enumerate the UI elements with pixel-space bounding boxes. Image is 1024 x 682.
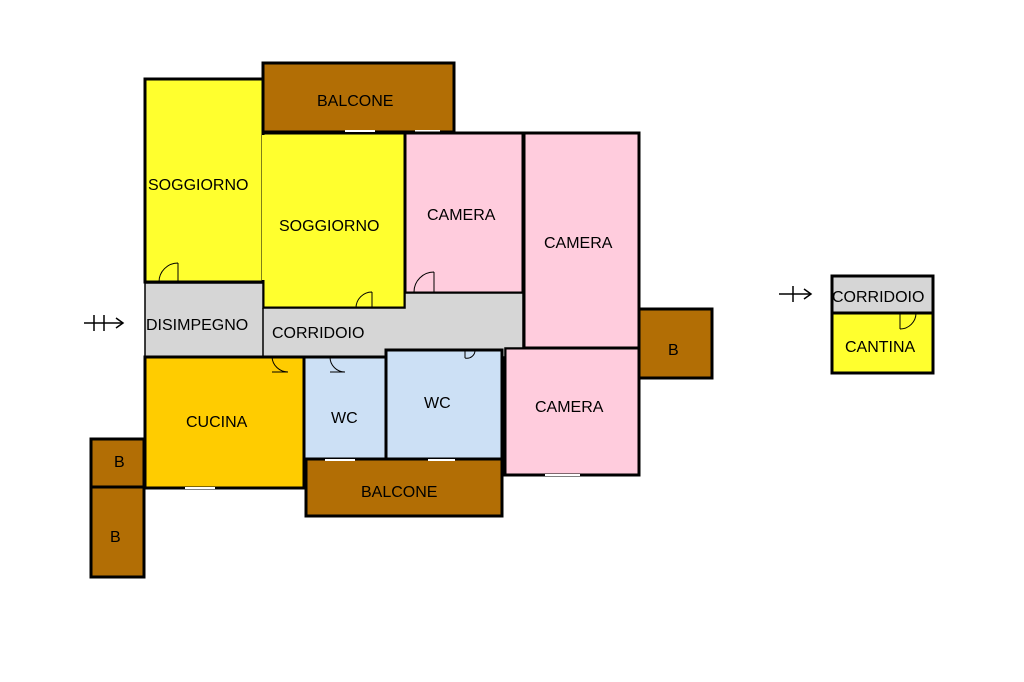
label-cucina: CUCINA — [186, 414, 248, 431]
room-b-right — [637, 307, 714, 380]
label-b-left-bottom: B — [110, 529, 121, 546]
room-camera-2 — [522, 131, 641, 350]
door-wc-2 — [464, 349, 476, 359]
room-b-left-bottom — [89, 485, 146, 579]
label-corridoio-cellar: CORRIDOIO — [832, 289, 924, 306]
room-corridoio-cellar — [830, 274, 935, 315]
door-cucina — [271, 356, 289, 373]
door-wc-1 — [329, 356, 346, 373]
label-cantina: CANTINA — [845, 339, 916, 356]
room-camera-3 — [503, 346, 641, 477]
label-b-right: B — [668, 342, 679, 359]
label-wc-2: WC — [424, 395, 451, 412]
label-camera-3: CAMERA — [535, 399, 604, 416]
label-balcone-bottom: BALCONE — [361, 484, 437, 501]
door-soggiorno — [158, 262, 179, 283]
room-balcone-bottom — [304, 457, 504, 518]
label-wc-1: WC — [331, 410, 358, 427]
label-camera-1: CAMERA — [427, 207, 496, 224]
room-b-left-top — [89, 437, 146, 489]
room-soggiorno-a — [143, 77, 267, 284]
room-camera-1 — [403, 131, 525, 295]
living-seam — [262, 135, 267, 280]
room-soggiorno-b — [261, 131, 407, 310]
door-cantina — [899, 312, 917, 330]
room-cantina — [830, 311, 935, 375]
door-camera-1 — [413, 271, 435, 293]
label-b-left-top: B — [114, 454, 125, 471]
label-disimpegno: DISIMPEGNO — [146, 317, 248, 334]
entrance-arrow-icon — [84, 315, 125, 331]
label-soggiorno-b: SOGGIORNO — [279, 218, 379, 235]
room-wc-1 — [302, 355, 388, 461]
entrance-arrow-cellar-icon — [779, 286, 813, 302]
room-cucina — [143, 355, 306, 490]
door-soggiorno-b — [355, 291, 373, 309]
label-corridoio: CORRIDOIO — [272, 325, 364, 342]
label-soggiorno-a: SOGGIORNO — [148, 177, 248, 194]
label-balcone-top: BALCONE — [317, 93, 393, 110]
label-camera-2: CAMERA — [544, 235, 613, 252]
